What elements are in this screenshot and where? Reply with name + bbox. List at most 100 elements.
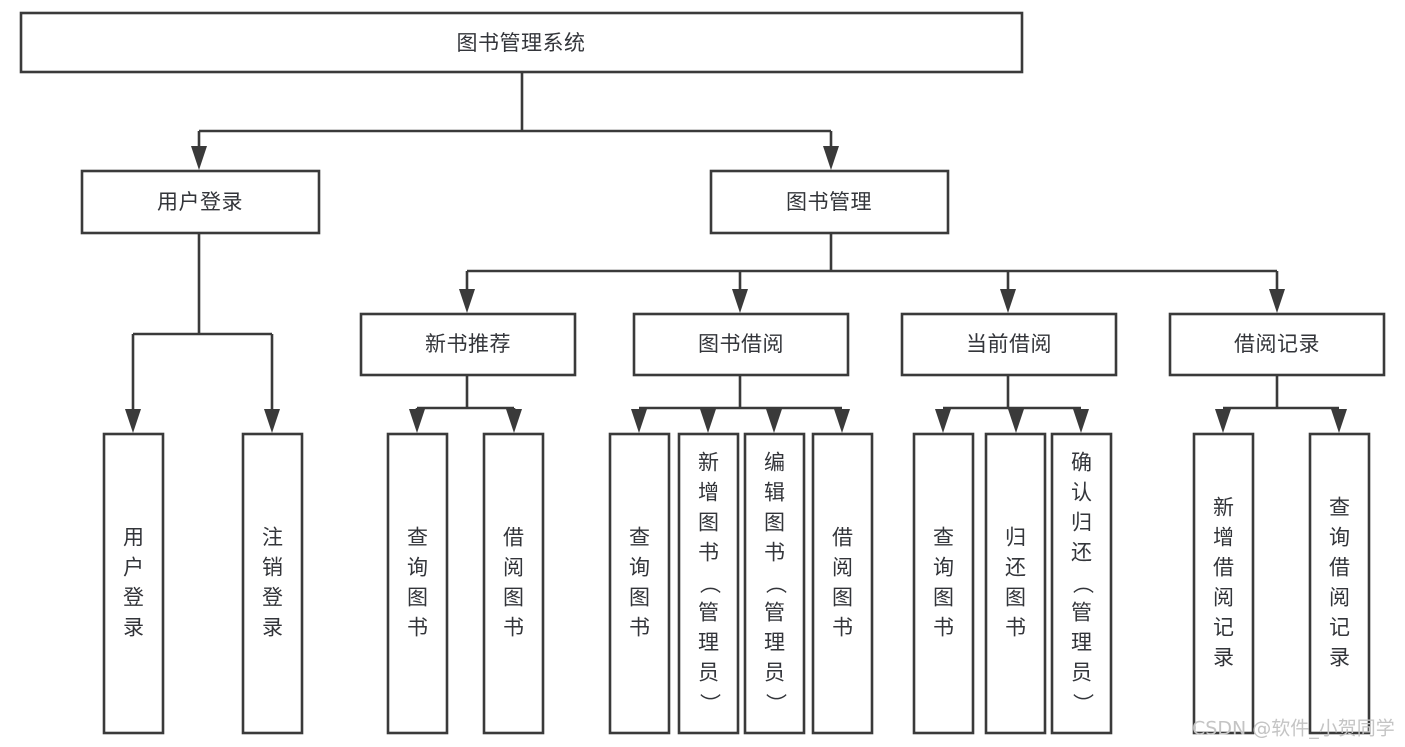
leaf-label-glyph: 询 xyxy=(1329,526,1350,550)
node-current-borrow-box[interactable] xyxy=(900,312,1118,377)
leaf-node-box[interactable] xyxy=(677,432,740,735)
node-user-login[interactable]: 用户登录 xyxy=(80,169,321,235)
leaf-label-glyph: 认 xyxy=(1071,481,1092,505)
connector-layer xyxy=(125,72,1347,433)
arrow-head-leaf-confirm-return-admin xyxy=(1073,409,1089,433)
leaf-label-glyph: 理 xyxy=(764,631,785,655)
node-new-book-recommend-box[interactable] xyxy=(359,312,577,377)
leaf-label-glyph: 理 xyxy=(1071,631,1092,655)
leaf-node-box[interactable] xyxy=(102,432,165,735)
leaf-node-leaf-user-login[interactable]: 用户登录 xyxy=(102,432,165,735)
leaf-node-box[interactable] xyxy=(912,432,975,735)
arrow-head-leaf-query-book-cur xyxy=(935,409,951,433)
arrow-head-leaf-query-book-borrow xyxy=(631,409,647,433)
node-current-borrow[interactable]: 当前借阅 xyxy=(900,312,1118,377)
leaf-node-box[interactable] xyxy=(743,432,806,735)
leaf-node-box[interactable] xyxy=(984,432,1047,735)
arrow-head-new-book-recommend xyxy=(459,289,475,313)
leaf-label-glyph: 查 xyxy=(407,526,428,550)
leaf-label-glyph: 阅 xyxy=(503,556,524,580)
leaf-layer: 用户登录注销登录查询图书借阅图书查询图书新增图书（管理员）编辑图书（管理员）借阅… xyxy=(102,432,1371,735)
leaf-label-glyph: 书 xyxy=(698,541,719,565)
leaf-label-glyph: 确 xyxy=(1071,451,1092,475)
leaf-label-glyph: 录 xyxy=(123,616,144,640)
leaf-label-glyph: 注 xyxy=(262,526,283,550)
arrow-head-book-borrow xyxy=(732,289,748,313)
leaf-node-box[interactable] xyxy=(1050,432,1113,735)
leaf-label-glyph: 登 xyxy=(123,586,144,610)
leaf-label-glyph: 借 xyxy=(503,526,524,550)
leaf-label-glyph: 图 xyxy=(503,586,524,610)
node-book-manage-label: 图书管理 xyxy=(786,190,872,214)
arrow-head-user-login xyxy=(191,146,207,170)
leaf-node-box[interactable] xyxy=(241,432,304,735)
leaf-label-glyph: 录 xyxy=(1329,646,1350,670)
leaf-label-glyph: 图 xyxy=(407,586,428,610)
node-book-manage[interactable]: 图书管理 xyxy=(709,169,950,235)
leaf-label-glyph: 借 xyxy=(1213,556,1234,580)
leaf-label-glyph: （ xyxy=(698,573,722,594)
node-root-label: 图书管理系统 xyxy=(457,31,586,55)
leaf-label-glyph: 图 xyxy=(629,586,650,610)
leaf-node-box[interactable] xyxy=(608,432,671,735)
leaf-label-glyph: 管 xyxy=(698,601,719,625)
leaf-label-glyph: 书 xyxy=(832,616,853,640)
leaf-label-glyph: （ xyxy=(1071,573,1095,594)
leaf-label-glyph: 查 xyxy=(933,526,954,550)
leaf-label-glyph: 图 xyxy=(1005,586,1026,610)
leaf-label-glyph: 增 xyxy=(698,481,719,505)
leaf-node-box[interactable] xyxy=(386,432,449,735)
leaf-label-glyph: （ xyxy=(764,573,788,594)
node-current-borrow-label: 当前借阅 xyxy=(966,332,1052,356)
leaf-node-label: 用户登录 xyxy=(123,526,144,640)
leaf-node-box[interactable] xyxy=(482,432,545,735)
node-new-book-recommend[interactable]: 新书推荐 xyxy=(359,312,577,377)
leaf-label-glyph: 书 xyxy=(503,616,524,640)
leaf-label-glyph: 阅 xyxy=(1213,586,1234,610)
leaf-label-glyph: 询 xyxy=(407,556,428,580)
leaf-node-box[interactable] xyxy=(1192,432,1255,735)
node-root-box[interactable] xyxy=(19,11,1024,74)
leaf-label-glyph: 借 xyxy=(1329,556,1350,580)
leaf-label-glyph: 归 xyxy=(1005,526,1026,550)
node-book-borrow-box[interactable] xyxy=(632,312,850,377)
node-user-login-box[interactable] xyxy=(80,169,321,235)
leaf-label-glyph: 查 xyxy=(1329,496,1350,520)
leaf-label-glyph: 管 xyxy=(1071,601,1092,625)
leaf-node-box[interactable] xyxy=(811,432,874,735)
arrow-head-leaf-query-borrow-record xyxy=(1331,409,1347,433)
node-book-borrow[interactable]: 图书借阅 xyxy=(632,312,850,377)
leaf-label-glyph: 管 xyxy=(764,601,785,625)
leaf-label-glyph: ） xyxy=(764,693,788,714)
node-new-book-recommend-label: 新书推荐 xyxy=(425,332,511,356)
node-borrow-record[interactable]: 借阅记录 xyxy=(1168,312,1386,377)
node-book-manage-box[interactable] xyxy=(709,169,950,235)
leaf-label-glyph: 辑 xyxy=(764,481,785,505)
leaf-label-glyph: 编 xyxy=(764,451,785,475)
node-borrow-record-box[interactable] xyxy=(1168,312,1386,377)
leaf-label-glyph: 还 xyxy=(1071,541,1092,565)
leaf-label-glyph: 销 xyxy=(262,556,283,580)
leaf-node-box[interactable] xyxy=(1308,432,1371,735)
node-root[interactable]: 图书管理系统 xyxy=(19,11,1024,74)
leaf-label-glyph: 录 xyxy=(1213,646,1234,670)
